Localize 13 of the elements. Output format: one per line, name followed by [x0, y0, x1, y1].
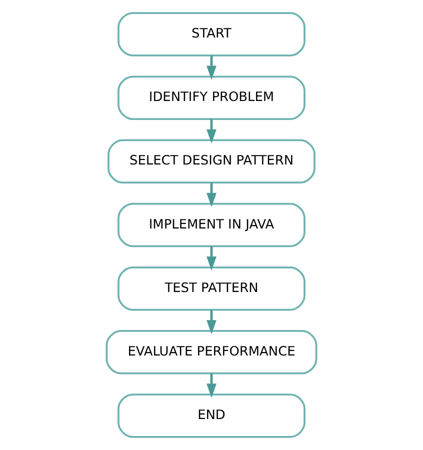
arrow [206, 55, 216, 80]
node-box: END [118, 394, 306, 438]
arrow [206, 182, 216, 208]
node-box: IMPLEMENT IN JAVA [118, 202, 306, 248]
arrow [206, 310, 216, 334]
node-box: TEST PATTERN [118, 266, 306, 311]
node-box: EVALUATE PERFORMANCE [106, 330, 318, 374]
node-box: START [118, 12, 306, 56]
node-box: IDENTIFY PROBLEM [118, 76, 306, 120]
arrow [206, 119, 216, 144]
arrow [206, 246, 216, 271]
arrow [206, 373, 216, 398]
node-box: SELECT DESIGN PATTERN [108, 139, 316, 184]
